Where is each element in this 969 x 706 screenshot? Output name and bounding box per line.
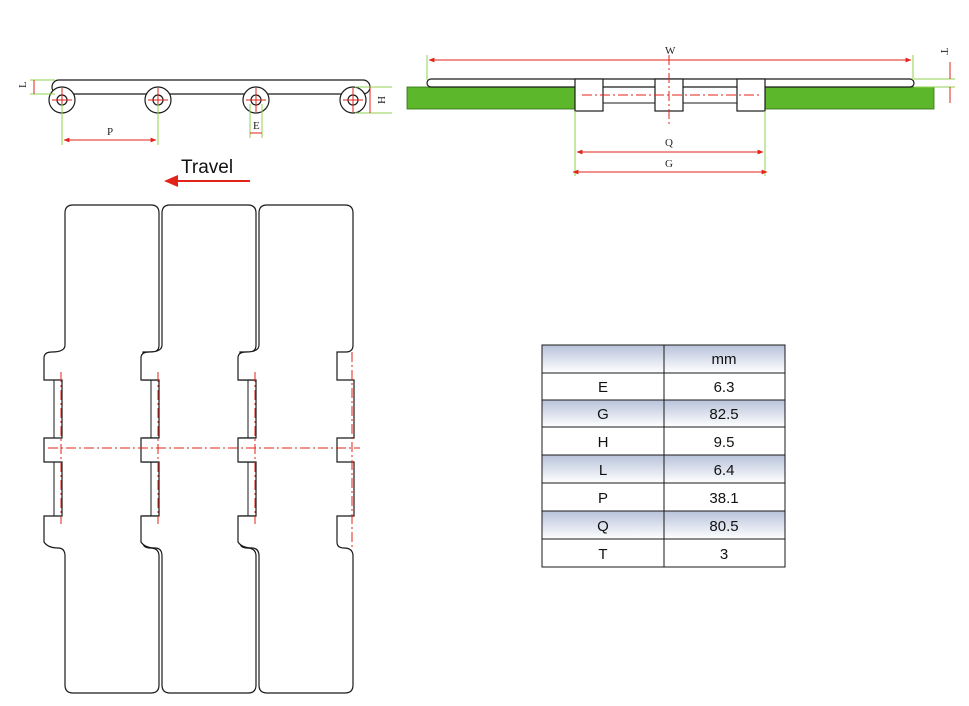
table-row-value: 38.1 xyxy=(709,490,738,507)
table-row-name: T xyxy=(598,546,607,563)
dim-P: P xyxy=(61,104,159,145)
table-row-value: 80.5 xyxy=(709,518,738,535)
table-row: G 82.5 xyxy=(541,399,786,428)
knuckle-details xyxy=(53,380,249,516)
table-row-value: 9.5 xyxy=(714,434,735,451)
table-row: Q 80.5 xyxy=(541,510,786,540)
table-row-value: 6.4 xyxy=(714,462,735,479)
travel-indicator: Travel xyxy=(164,157,250,187)
dim-H: H xyxy=(355,86,392,114)
table-row-value: 3 xyxy=(720,546,728,563)
table-row-name: E xyxy=(598,379,608,396)
table-row: P 38.1 xyxy=(541,482,786,512)
table-row-name: P xyxy=(598,490,608,507)
top-view xyxy=(43,204,360,694)
dim-T: T xyxy=(914,48,955,103)
guide-rail-right xyxy=(764,86,935,110)
dim-label-L: L xyxy=(17,81,29,88)
side-plate xyxy=(51,79,371,95)
table-row: E 6.3 xyxy=(541,372,786,401)
table-row: T 3 xyxy=(541,538,786,568)
pin-centerlines xyxy=(48,352,360,548)
cross-section-view: W T Q G xyxy=(406,45,955,176)
table-row-name: Q xyxy=(597,518,609,535)
dimension-table: mm E 6.3 G 82.5 H 9.5 L 6.4 P xyxy=(541,344,786,568)
table-row-name: H xyxy=(598,434,609,451)
travel-label: Travel xyxy=(181,157,233,178)
dim-label-T: T xyxy=(938,48,950,55)
dim-Q: Q xyxy=(574,111,766,176)
hinge-centerlines xyxy=(52,88,363,112)
plate-3 xyxy=(237,204,355,694)
dim-G: G xyxy=(572,158,768,175)
table-row-name: L xyxy=(599,462,607,479)
dim-label-H: H xyxy=(375,96,387,104)
guide-rail-left xyxy=(406,86,576,110)
dim-label-W: W xyxy=(665,45,676,57)
dim-W: W xyxy=(426,45,914,80)
table-row: L 6.4 xyxy=(541,454,786,484)
side-view: L H P E xyxy=(17,79,392,145)
dim-E: E xyxy=(249,104,263,138)
travel-arrow-icon xyxy=(164,175,178,187)
table-row: H 9.5 xyxy=(541,426,786,456)
table-row-name: G xyxy=(597,406,609,423)
dim-label-G: G xyxy=(665,158,673,170)
dim-label-P: P xyxy=(107,126,113,138)
dim-label-E: E xyxy=(253,120,260,132)
dim-L: L xyxy=(17,79,55,95)
table-row-value: 82.5 xyxy=(709,406,738,423)
dim-label-Q: Q xyxy=(665,137,673,149)
table-row-value: 6.3 xyxy=(714,379,735,396)
table-unit-header: mm xyxy=(712,351,737,368)
